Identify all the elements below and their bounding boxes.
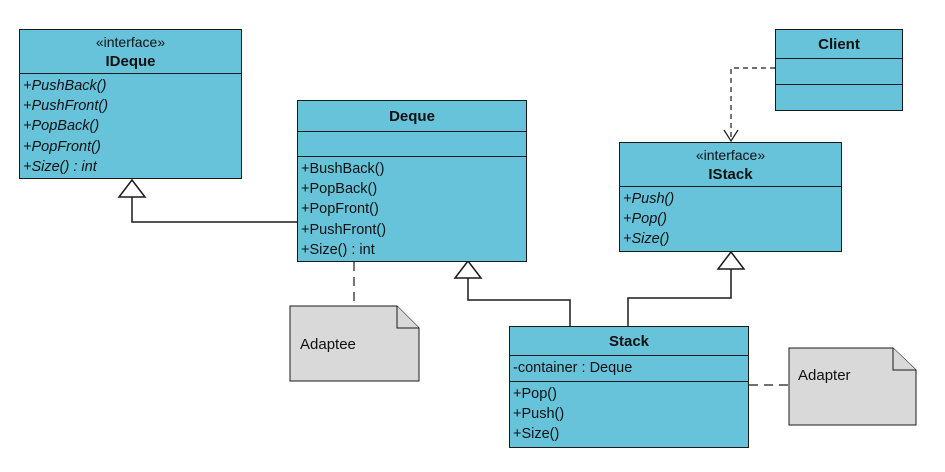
ideque-op: +Size() : int (23, 158, 97, 175)
istack-realization-arrowhead (716, 250, 746, 270)
stack-op: +Pop() (513, 386, 557, 402)
client-header: Client (776, 30, 902, 59)
deque-op: +PopBack() (301, 181, 378, 198)
client-name: Client (818, 36, 860, 53)
deque-arrowhead (453, 259, 483, 279)
stack-op: +Size() (513, 426, 560, 443)
stack-attr: -container : Deque (513, 360, 633, 376)
stack-to-deque-line (467, 278, 571, 326)
ideque-header: «interface» IDeque (20, 30, 241, 74)
ideque-op: +PopFront() (23, 138, 101, 155)
deque-op: +PopFront() (301, 201, 379, 218)
ideque-realization-arrowhead (117, 178, 147, 198)
istack-operations: +Push() +Pop() +Size() (620, 187, 841, 252)
client-class[interactable]: Client (775, 29, 903, 111)
adapter-note-fold (892, 348, 916, 371)
deque-op: +BushBack() (301, 161, 385, 177)
stack-operations: +Pop() +Push() +Size() (510, 382, 748, 447)
stack-class[interactable]: Stack -container : Deque +Pop() +Push() … (509, 326, 749, 448)
deque-op: +Size() : int (301, 241, 375, 258)
ideque-op: +PushBack() (23, 78, 107, 94)
ideque-stereotype: «interface» (95, 34, 166, 50)
istack-op: +Pop() (623, 211, 667, 228)
stack-op: +Push() (513, 406, 565, 423)
deque-header: Deque (298, 101, 526, 132)
adaptee-note (289, 305, 420, 382)
client-operations (776, 85, 902, 109)
dependency-arrowhead (723, 129, 739, 143)
ideque-name: IDeque (105, 53, 156, 70)
ideque-class[interactable]: «interface» IDeque +PushBack() +PushFron… (19, 29, 242, 179)
ideque-op: +PopBack() (23, 118, 100, 135)
deque-attributes (298, 132, 526, 157)
istack-class[interactable]: «interface» IStack +Push() +Pop() +Size(… (619, 142, 842, 252)
stack-header: Stack (510, 327, 748, 356)
adapter-label: Adapter (798, 367, 851, 384)
istack-op: +Push() (623, 191, 675, 207)
istack-header: «interface» IStack (620, 143, 841, 187)
ideque-op: +PushFront() (23, 98, 109, 115)
client-to-istack-dependency (730, 67, 775, 140)
istack-stereotype: «interface» (695, 147, 766, 163)
deque-operations: +BushBack() +PopBack() +PopFront() +Push… (298, 157, 526, 262)
deque-class[interactable]: Deque +BushBack() +PopBack() +PopFront()… (297, 100, 527, 262)
stack-attributes: -container : Deque (510, 356, 748, 382)
istack-op: +Size() (623, 231, 670, 248)
ideque-operations: +PushBack() +PushFront() +PopBack() +Pop… (20, 74, 241, 179)
istack-name: IStack (708, 166, 753, 183)
deque-op: +PushFront() (301, 221, 387, 238)
deque-to-ideque-line (131, 197, 297, 223)
adaptee-label: Adaptee (300, 336, 356, 353)
stack-name: Stack (608, 333, 650, 350)
adapter-note (788, 347, 917, 426)
client-attributes (776, 59, 902, 85)
stack-to-istack-line (627, 269, 732, 326)
adaptee-note-fold (396, 306, 419, 329)
deque-name: Deque (389, 108, 435, 125)
